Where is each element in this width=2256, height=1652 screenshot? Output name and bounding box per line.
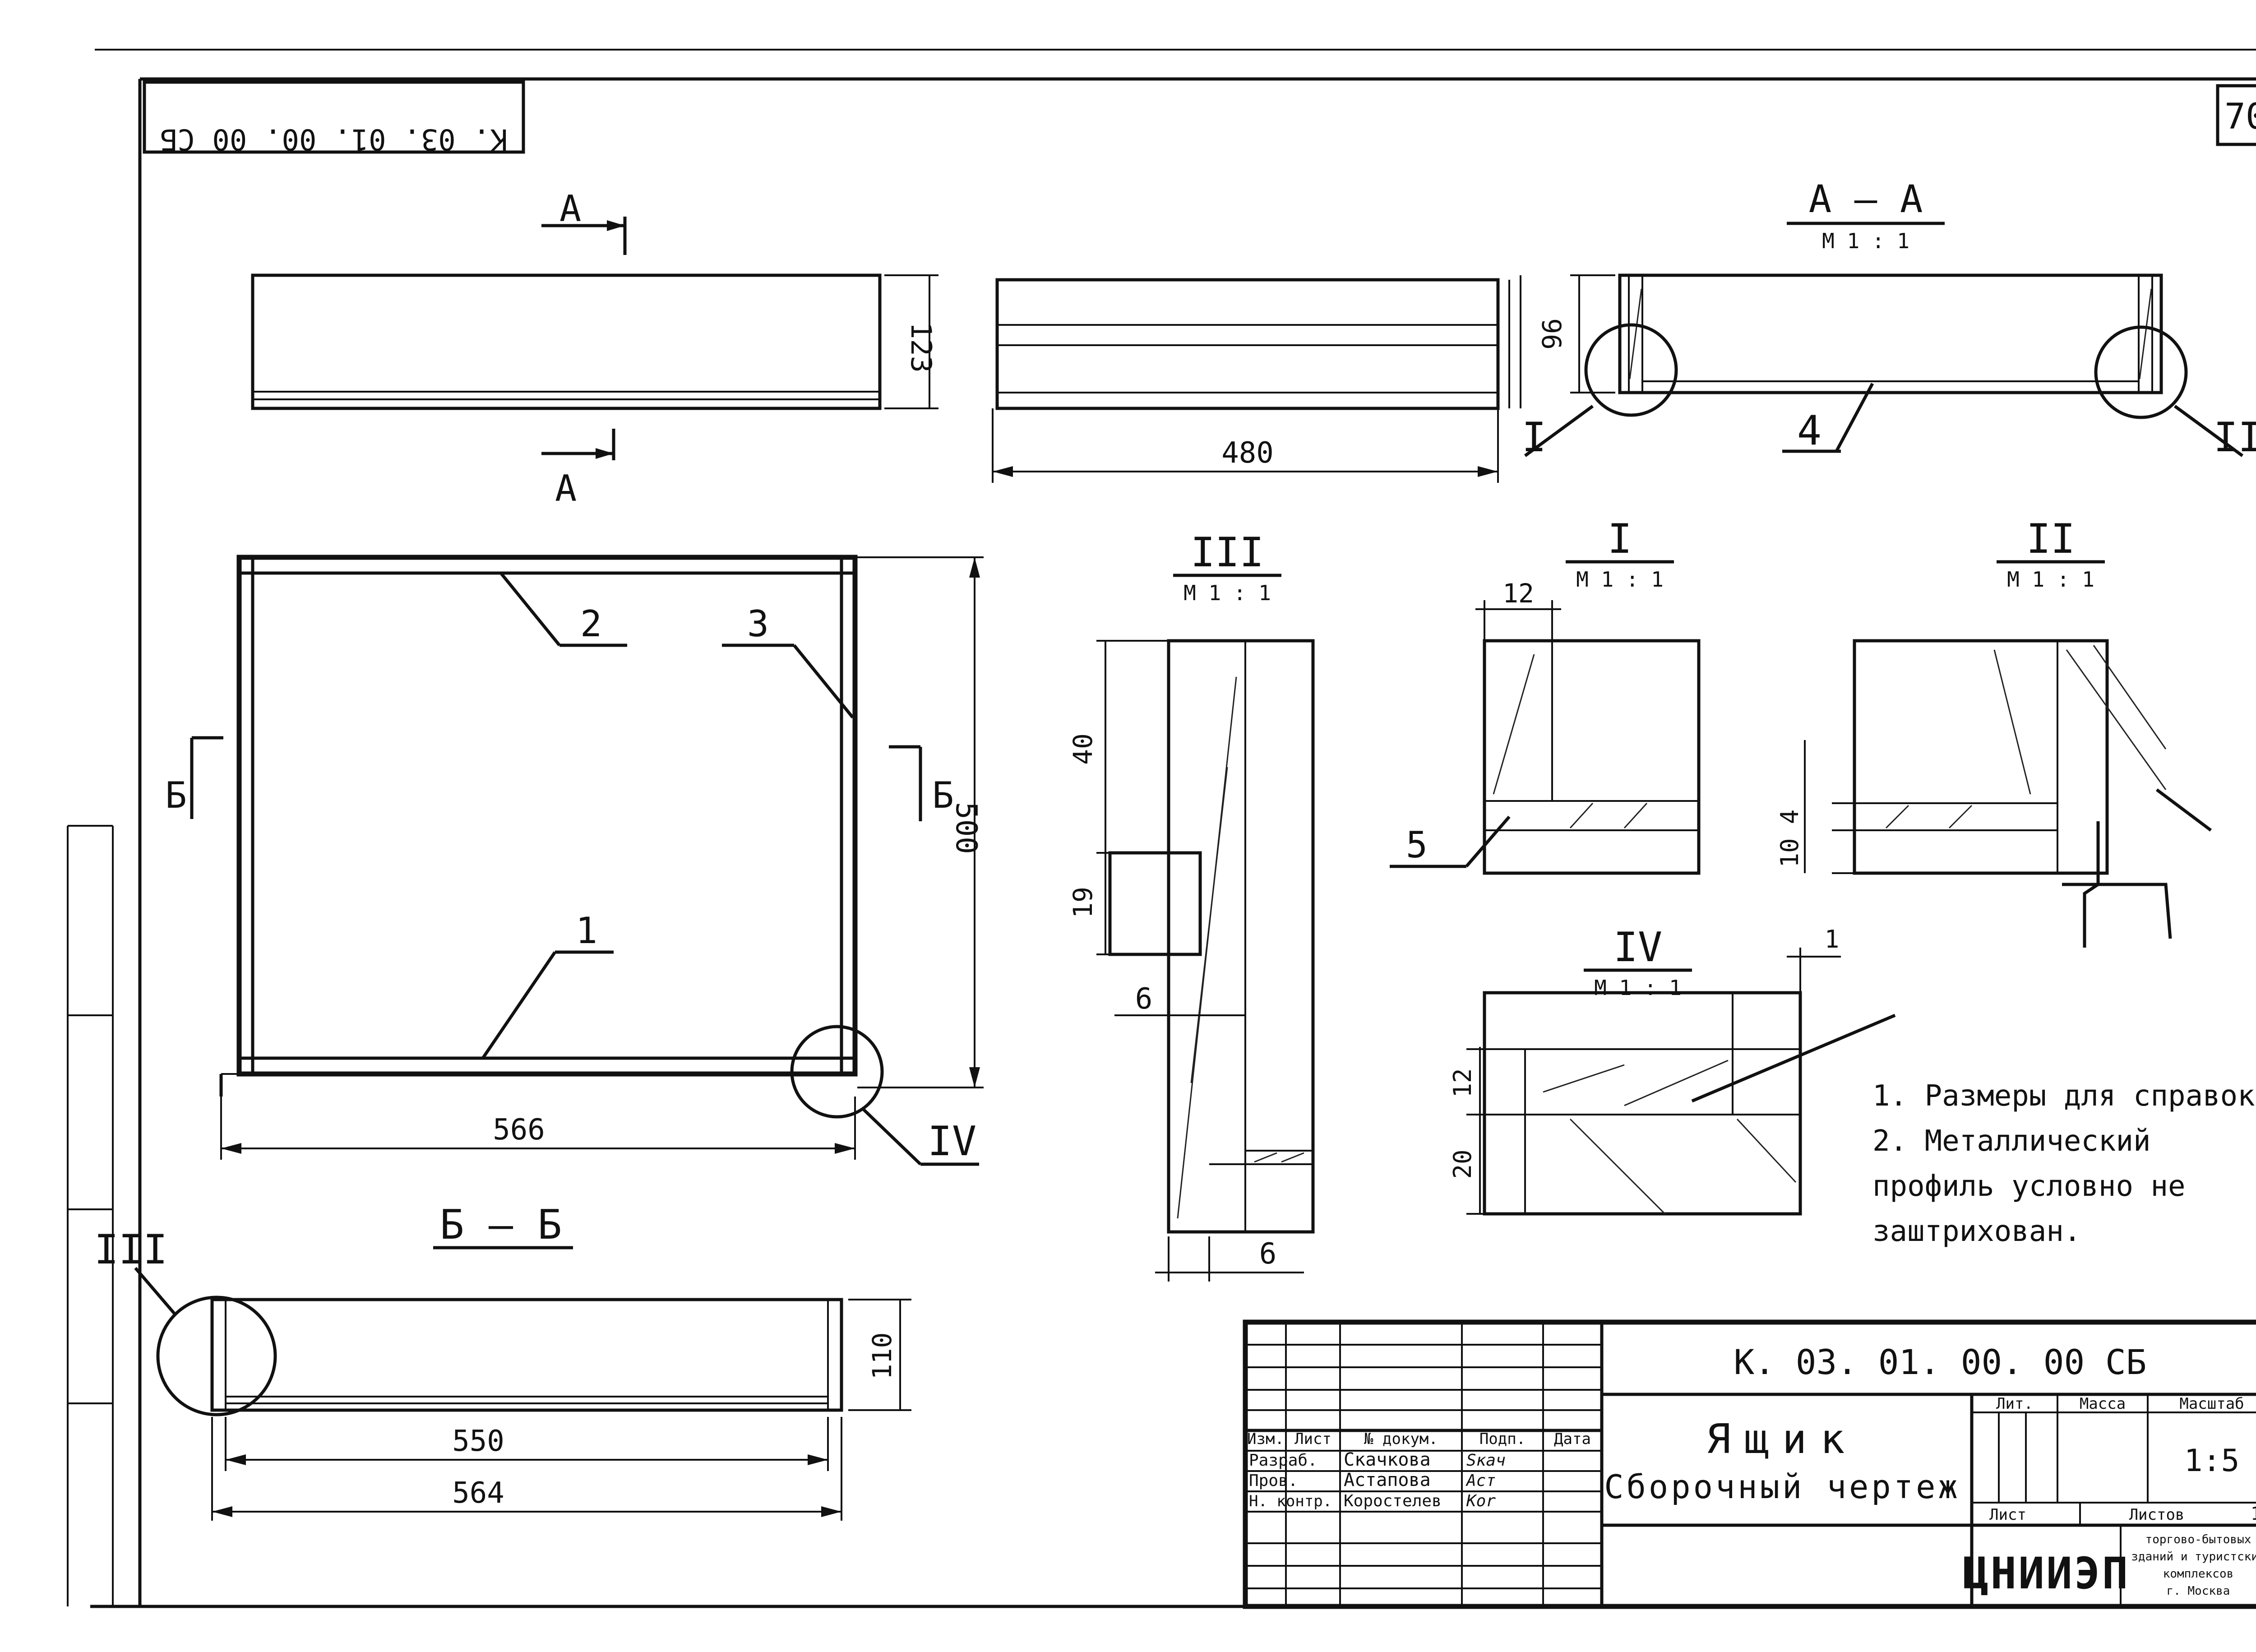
cut-b-label-right: Б [932,774,954,816]
role-checker: Пров. [1249,1472,1298,1490]
scale-value: 1:5 [2184,1443,2240,1479]
org-line-1: торгово-бытовых [2145,1533,2251,1546]
drawing-title: Ящик [1706,1416,1858,1463]
section-a-a: А — А М 1 : 1 96 I II 4 [1522,177,2256,461]
title-block: К. 03. 01. 00. 00 СБ Изм. Лист № докум. … [1243,1319,2256,1609]
corner-code-box: К. 03. 01. 00. 00 СБ [143,80,525,156]
detail-2-dim-4: 4 [1775,810,1804,824]
page-number: 70 [2224,97,2256,137]
note-line-2: 2. Металлический [1872,1124,2151,1158]
head-signature: Подп. [1479,1430,1526,1448]
part-5-label: 5 [1406,824,1428,866]
name-norm-control: Коростелев [1344,1492,1442,1510]
head-sheet: Лист [1294,1430,1331,1448]
width-480-label: 480 [1221,436,1274,470]
lit-label: Лит. [1996,1395,2033,1413]
part-1-label: 1 [576,910,597,952]
org-line-4: г. Москва [2167,1584,2230,1598]
org-line-2: зданий и туристских [2131,1550,2256,1564]
detail-3: III М 1 : 1 40 19 6 6 [1068,529,1315,1282]
section-a-a-height: 96 [1537,318,1567,350]
part-2-label: 2 [580,603,602,645]
note-line-1: 1. Размеры для справок. [1872,1079,2256,1113]
head-doc-no: № докум. [1364,1430,1438,1448]
detail-4-title: IV [1613,924,1662,971]
drawing-subtitle: Сборочный чертеж [1604,1468,1960,1506]
org-line-3: комплексов [2163,1567,2234,1581]
detail-4-dim-1: 1 [1825,925,1840,953]
detail-3-callout: III [94,1226,168,1273]
inner-width-label: 550 [452,1425,504,1458]
detail-1-dim-12: 12 [1502,578,1534,609]
note-line-4: заштрихован. [1872,1215,2081,1248]
section-b-b-title: Б — Б [440,1201,562,1249]
part-4-label: 4 [1797,407,1821,454]
sheet-label: Лист [1989,1506,2026,1524]
detail-4-dim-12: 12 [1448,1068,1477,1097]
front-view: А 123 А [251,188,938,509]
cut-a-label-bottom: А [555,467,577,509]
detail-1-callout: I [1522,414,1546,461]
head-date: Дата [1554,1430,1591,1448]
notes: 1. Размеры для справок. 2. Металлический… [1872,1079,2256,1248]
side-view: 480 [992,275,1521,483]
detail-4-callout: IV [928,1118,976,1165]
signature-checker: Аст [1465,1472,1496,1490]
plan-width-label: 566 [493,1113,545,1147]
organization-logo: ЦНИИЭП [1963,1548,2130,1599]
plan-height-label: 500 [949,802,983,854]
plan-view: 2 3 1 Б Б 500 566 IV [165,555,984,1166]
detail-3-dim-40: 40 [1068,733,1098,765]
detail-3-title: III [1191,529,1264,576]
cut-a-label-top: А [559,188,581,230]
detail-3-dim-6a: 6 [1135,982,1153,1016]
height-123-label: 123 [905,322,938,373]
part-3-label: 3 [747,603,769,645]
detail-1: I М 1 : 1 12 5 [1390,515,1701,875]
name-checker: Астапова [1344,1470,1431,1490]
sheets-value: 1 [2251,1504,2256,1524]
detail-3-scale: М 1 : 1 [1183,581,1271,605]
detail-4: IV М 1 : 1 1 12 20 [1448,924,1896,1216]
title-block-doc-code: К. 03. 01. 00. 00 СБ [1734,1342,2146,1382]
outer-width-label: 564 [452,1476,504,1510]
detail-2-dim-10: 10 [1775,838,1804,867]
head-change: Изм. [1247,1430,1284,1448]
cut-b-label-left: Б [165,774,187,816]
detail-2: II М 1 : 1 4 10 [1775,515,2212,948]
signature-developer: Ѕкач [1466,1451,1506,1470]
detail-1-scale: М 1 : 1 [1576,567,1664,592]
name-developer: Скачкова [1344,1449,1431,1470]
scale-label: Масштаб [2179,1395,2244,1413]
section-a-a-title: А — А [1809,177,1923,221]
section-a-a-scale: М 1 : 1 [1822,229,1909,253]
detail-2-callout: II [2214,414,2256,461]
page-number-box: 70 [2216,84,2256,146]
detail-3-dim-6b: 6 [1259,1237,1277,1271]
sheets-label: Листов [2129,1506,2185,1524]
detail-4-dim-20: 20 [1448,1149,1477,1179]
mass-label: Масса [2080,1395,2126,1413]
signature-norm-control: Кor [1466,1492,1496,1510]
sheet-frame [67,49,2256,1608]
section-b-b: Б — Б III 110 550 564 [94,1201,911,1521]
section-b-b-height: 110 [867,1333,897,1380]
detail-2-scale: М 1 : 1 [2007,567,2094,592]
detail-3-dim-19: 19 [1068,887,1098,918]
corner-code: К. 03. 01. 00. 00 СБ [160,122,508,156]
note-line-3: профиль условно не [1872,1170,2186,1203]
detail-4-scale: М 1 : 1 [1594,976,1682,1000]
role-norm-control: Н. контр. [1249,1492,1332,1510]
detail-1-title: I [1608,515,1632,563]
role-developer: Разраб. [1249,1451,1318,1470]
detail-2-title: II [2026,515,2075,563]
